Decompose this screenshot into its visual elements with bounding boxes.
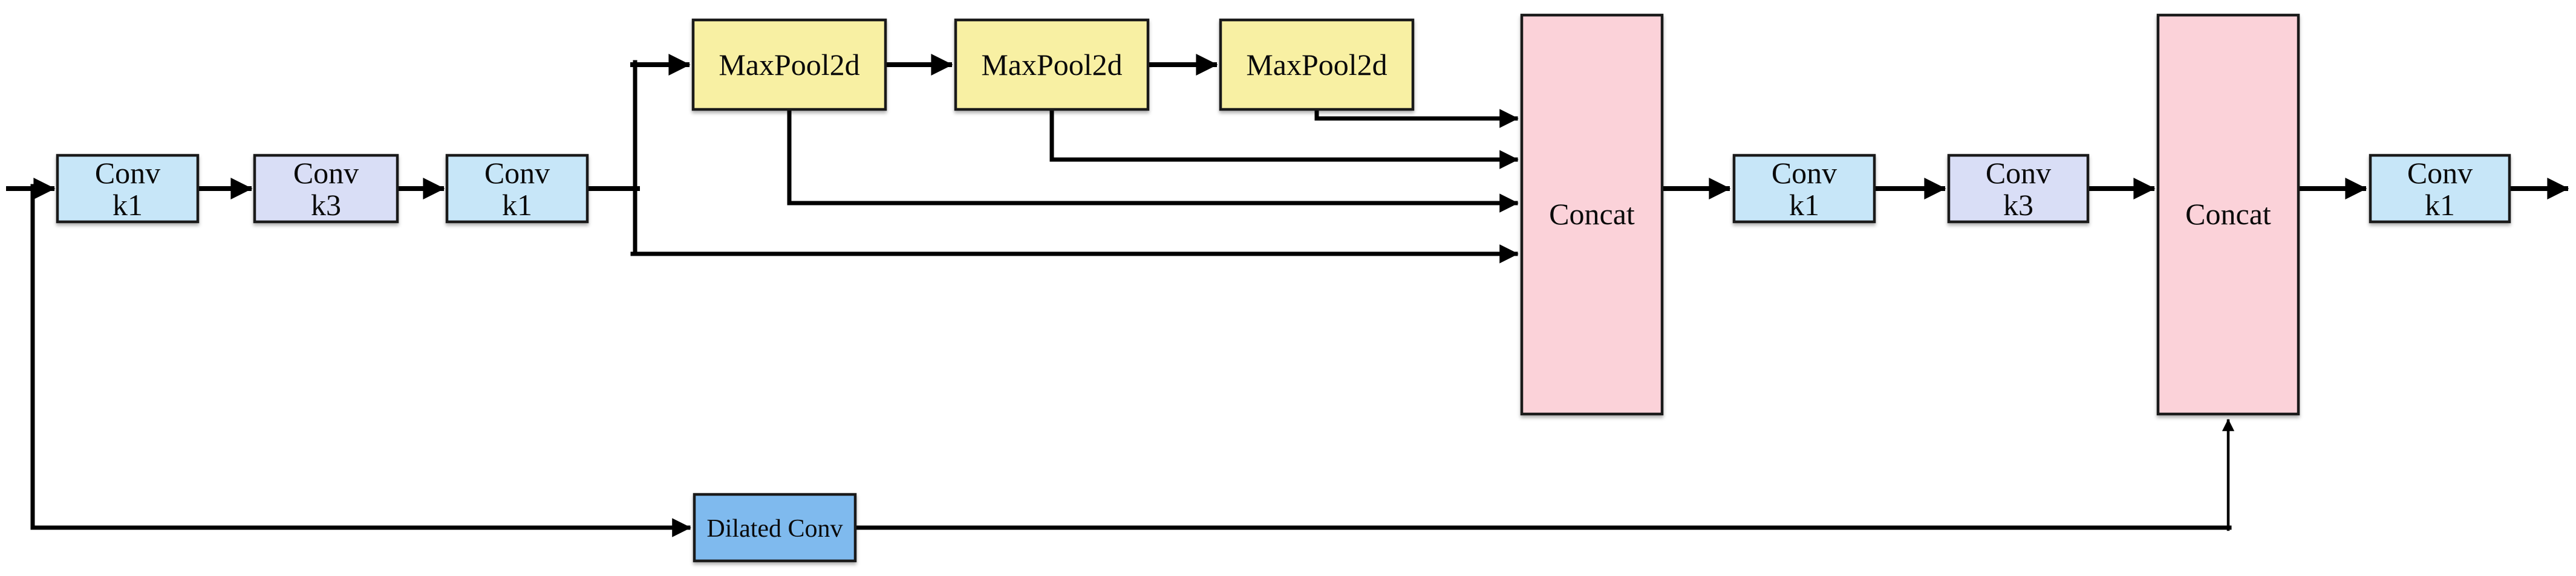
node-conv-k3-a-label-line2: k3 bbox=[311, 188, 341, 222]
node-conv-k1-b-label-line1: Conv bbox=[484, 156, 550, 190]
node-conv-k3-a-box bbox=[253, 154, 399, 224]
node-dilated-conv-label: Dilated Conv bbox=[706, 515, 843, 543]
node-conv-k3-a-label-line1: Conv bbox=[293, 156, 359, 190]
node-conv-k1-a-label-line2: k1 bbox=[112, 188, 143, 222]
node-conv-k1-c-box bbox=[1732, 154, 1876, 224]
edge-input-to-dilated-conv-arrow bbox=[30, 184, 691, 537]
node-maxpool2d-3-label: MaxPool2d bbox=[1246, 48, 1387, 82]
node-maxpool2d-1-label: MaxPool2d bbox=[719, 48, 859, 82]
node-concat-1-label: Concat bbox=[1549, 197, 1635, 231]
node-conv-k1-d-box bbox=[2369, 154, 2511, 224]
node-maxpool2d-2-label: MaxPool2d bbox=[981, 48, 1122, 82]
node-conv-k1-d-label-line1: Conv bbox=[2407, 156, 2473, 190]
edges-layer bbox=[6, 54, 2569, 537]
edge-maxpool2-to-concat1-arrow bbox=[1049, 107, 1519, 169]
node-conv-k1-c-label-line1: Conv bbox=[1772, 156, 1837, 190]
labels-layer: Conv k1 Conv k3 Conv k1 MaxPool2d MaxPoo… bbox=[95, 48, 2473, 543]
node-concat-2-label: Concat bbox=[2185, 197, 2271, 231]
node-conv-k1-c-label-line2: k1 bbox=[1789, 188, 1819, 222]
edge-maxpool3-to-concat1-arrow bbox=[1314, 107, 1519, 128]
node-conv-k3-b-label-line1: Conv bbox=[1986, 156, 2051, 190]
node-dilated-conv-box bbox=[693, 493, 857, 563]
node-conv-k3-b-label-line2: k3 bbox=[2003, 188, 2033, 222]
node-conv-k1-b-label-line2: k1 bbox=[502, 188, 532, 222]
edge-maxpool1-to-concat1-arrow bbox=[787, 107, 1519, 213]
node-maxpool2d-2-box bbox=[954, 18, 1150, 111]
nodes-layer bbox=[56, 13, 2511, 563]
node-maxpool2d-1-box bbox=[691, 18, 887, 111]
node-conv-k1-b-box bbox=[445, 154, 589, 224]
node-concat-2-box bbox=[2156, 13, 2300, 416]
node-maxpool2d-3-box bbox=[1219, 18, 1415, 111]
node-conv-k1-a-label-line1: Conv bbox=[95, 156, 160, 190]
node-conv-k1-d-label-line2: k1 bbox=[2425, 188, 2455, 222]
node-conv-k3-b-box bbox=[1947, 154, 2090, 224]
node-conv-k1-a-box bbox=[56, 154, 200, 224]
node-concat-1-box bbox=[1520, 13, 1664, 416]
